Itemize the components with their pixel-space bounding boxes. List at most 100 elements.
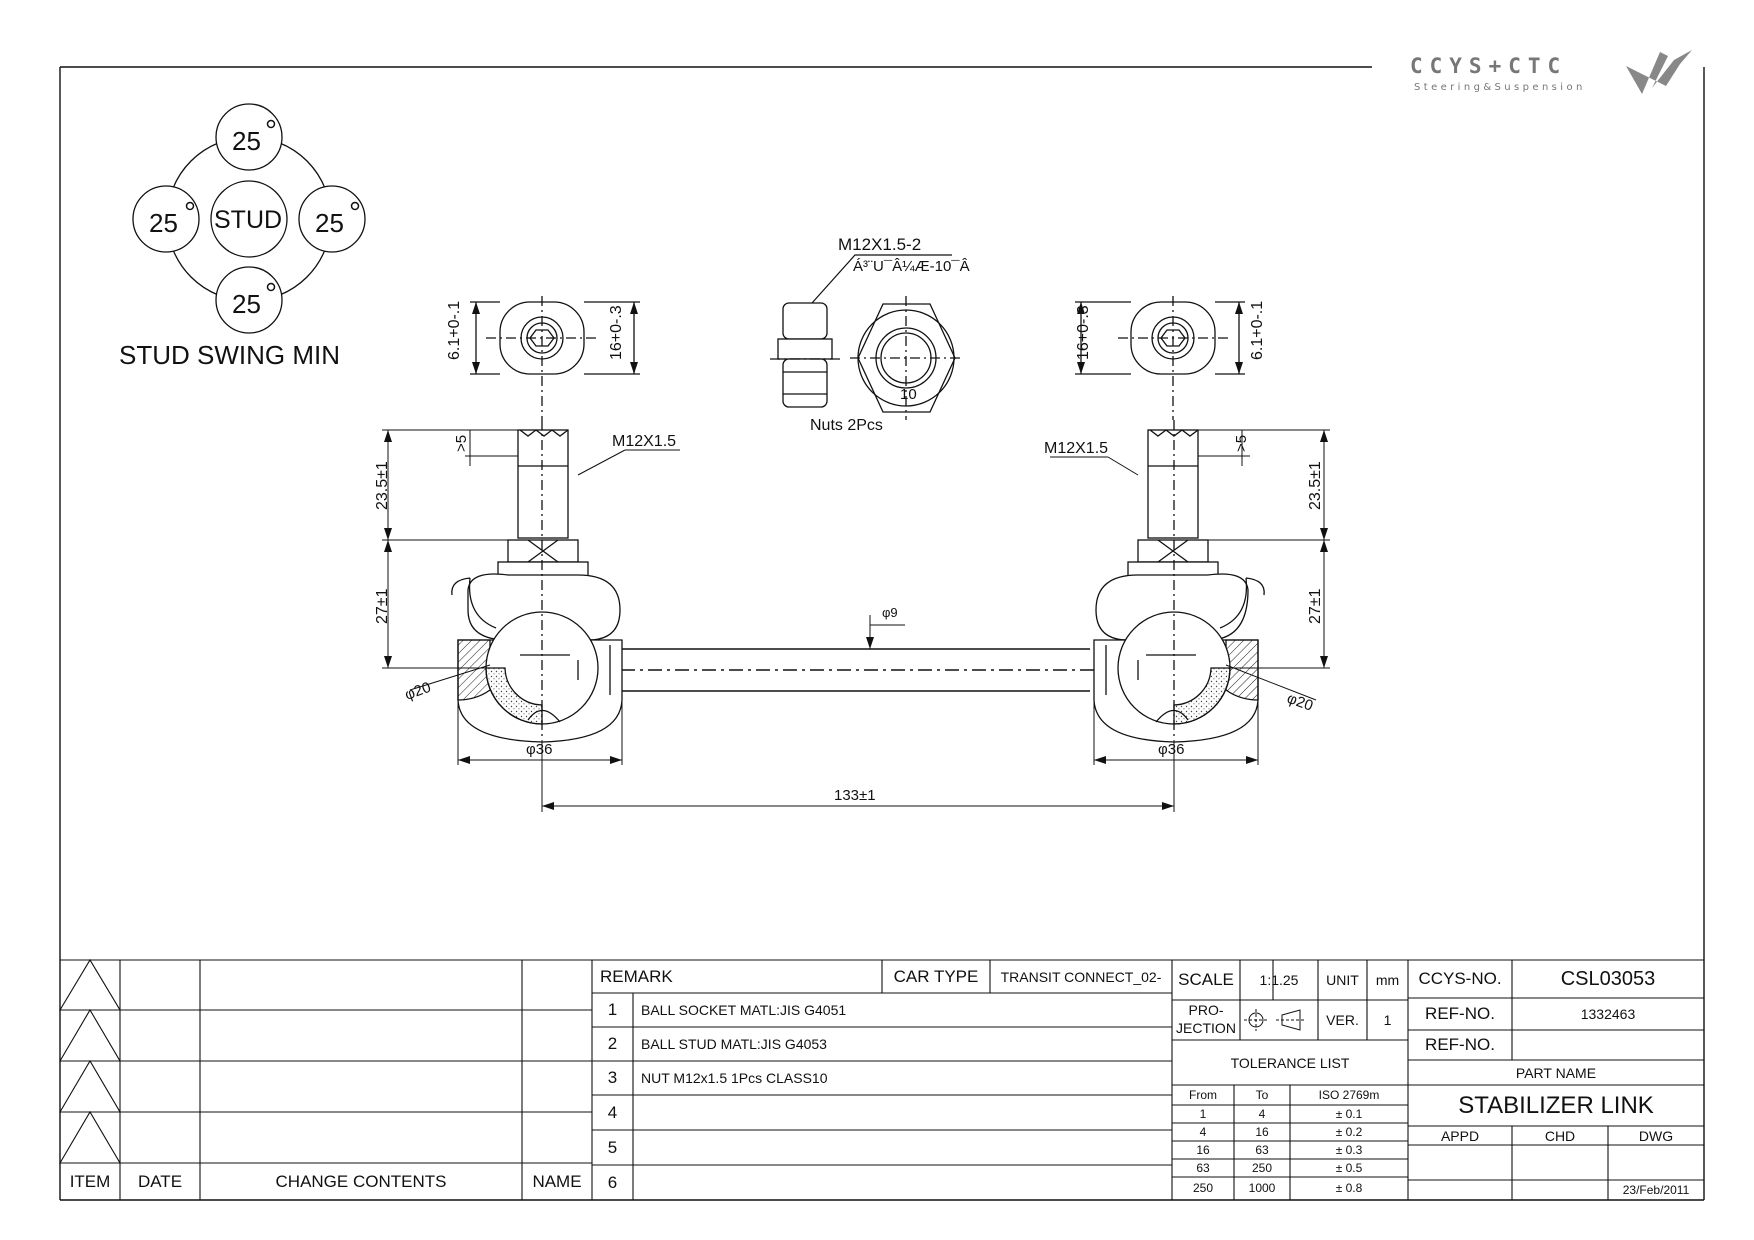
remark-text-3: NUT M12x1.5 1Pcs CLASS10 (641, 1070, 828, 1086)
nut-front-view (850, 296, 962, 420)
chd-label: CHD (1544, 1127, 1576, 1144)
tol-to-3: 63 (1255, 1143, 1269, 1157)
tol-to-2: 16 (1255, 1125, 1269, 1139)
thread-left: M12X1.5 (612, 433, 676, 450)
left-top-view (470, 296, 640, 420)
tol-header-from: From (1189, 1088, 1217, 1102)
h1-right: 23.5±1 (1307, 461, 1324, 510)
remark-text-4 (633, 1095, 1171, 1130)
version-label: VER. (1326, 1012, 1359, 1028)
company-logo: CCYS+CTC Steering&Suspension (1410, 46, 1700, 102)
title-block-grid (59, 958, 1704, 1200)
tol-header-iso: ISO 2769m (1318, 1088, 1380, 1102)
drawing-frame (59, 66, 1705, 1201)
scale-label: SCALE (1178, 970, 1234, 989)
tol-header-to: To (1255, 1088, 1269, 1102)
scale-value: 1:1.25 (1259, 972, 1299, 988)
left-ball-joint (451, 420, 623, 743)
degree-mark-top (266, 119, 276, 129)
tol-from-3: 16 (1196, 1143, 1210, 1157)
projection-symbol (1244, 1009, 1306, 1031)
part-name-value: STABILIZER LINK (1458, 1091, 1654, 1119)
overall-length: 133±1 (834, 787, 876, 804)
unit-label: UNIT (1326, 972, 1359, 988)
ball-dia-right: φ20 (1285, 690, 1316, 715)
stabilizer-rod (540, 648, 1180, 692)
remark-no-6: 6 (607, 1172, 618, 1192)
col-change: CHANGE CONTENTS (275, 1171, 447, 1191)
tol-value-2: ± 0.2 (1335, 1125, 1363, 1139)
logo-subtitle: Steering&Suspension (1414, 82, 1586, 93)
tol-value-5: ± 0.8 (1335, 1181, 1363, 1195)
remark-no-4: 4 (607, 1102, 618, 1122)
swing-bottom-value: 25 (232, 289, 261, 319)
projection-label-2: JECTION (1176, 1020, 1236, 1036)
tol-from-5: 250 (1192, 1181, 1214, 1195)
nut-material-label: Á³¨U¯Â¼Æ-10¯Â (853, 258, 970, 275)
col-date: DATE (137, 1171, 183, 1191)
logo-swoosh-icon (1626, 50, 1692, 94)
part-name-label: PART NAME (1515, 1064, 1597, 1081)
projection-label-1: PRO- (1188, 1002, 1224, 1018)
stud-min-left: >5 (453, 435, 470, 452)
right-ball-joint (1093, 420, 1265, 743)
dwg-label: DWG (1638, 1127, 1674, 1144)
col-item: ITEM (69, 1171, 111, 1191)
car-type-label: CAR TYPE (893, 966, 979, 986)
appd-label: APPD (1440, 1127, 1480, 1144)
dimension-arrows (384, 302, 1328, 810)
rod-diameter: φ9 (882, 605, 898, 620)
stud-min-right: >5 (1233, 435, 1250, 452)
nut-count-label: Nuts 2Pcs (810, 417, 883, 434)
tolerance-title: TOLERANCE LIST (1230, 1054, 1350, 1071)
thread-right: M12X1.5 (1044, 440, 1108, 457)
swing-right-value: 25 (315, 208, 344, 238)
version-value: 1 (1383, 1012, 1392, 1028)
remark-no-2: 2 (607, 1034, 618, 1053)
swing-center-label: STUD (214, 206, 282, 234)
h2-left: 27±1 (374, 588, 391, 624)
swing-left-value: 25 (149, 208, 178, 238)
nut-side-view (770, 302, 842, 408)
tol-to-4: 250 (1251, 1161, 1273, 1175)
housing-dia-right: φ36 (1158, 741, 1184, 758)
remark-text-1: BALL SOCKET MATL:JIS G4051 (641, 1002, 847, 1018)
left-tol-a: 6.1+0-.1 (446, 301, 463, 360)
stud-swing-diagram: 25 25 25 25 STUD STUD SWING MIN (119, 103, 366, 370)
tol-value-1: ± 0.1 (1335, 1107, 1363, 1121)
tol-from-1: 1 (1199, 1107, 1207, 1121)
left-tol-b: 16+0-.3 (608, 305, 625, 360)
remark-no-3: 3 (607, 1068, 618, 1087)
remark-header: REMARK (600, 966, 673, 986)
swing-top-value: 25 (232, 126, 261, 156)
ball-dia-left: φ20 (403, 679, 434, 704)
h1-left: 23.5±1 (374, 461, 391, 510)
nut-size-label: 10 (900, 386, 917, 403)
right-tol-b: 16+0-.3 (1075, 305, 1092, 360)
housing-dia-left: φ36 (526, 741, 552, 758)
nut-thread-label: M12X1.5-2 (838, 235, 921, 254)
col-name: NAME (532, 1171, 582, 1191)
h2-right: 27±1 (1307, 588, 1324, 624)
nut-leader-line (811, 254, 952, 304)
ref-no-value-2 (1512, 1030, 1704, 1060)
ccys-no-value: CSL03053 (1560, 967, 1656, 990)
unit-value: mm (1375, 972, 1400, 988)
right-tol-a: 6.1+0-.1 (1249, 301, 1266, 360)
title-block: ITEM DATE CHANGE CONTENTS NAME REMARK CA… (60, 960, 1704, 1200)
swing-title: STUD SWING MIN (119, 340, 340, 370)
degree-mark-right (350, 201, 360, 211)
ref-no-label-2: REF-NO. (1425, 1035, 1495, 1054)
remark-text-2: BALL STUD MATL:JIS G4053 (641, 1036, 827, 1052)
tol-from-2: 4 (1199, 1125, 1207, 1139)
tol-from-4: 63 (1196, 1161, 1210, 1175)
remark-no-5: 5 (607, 1137, 618, 1157)
tol-value-3: ± 0.3 (1335, 1143, 1363, 1157)
ccys-no-label: CCYS-NO. (1418, 969, 1502, 988)
remark-text-6 (633, 1165, 1171, 1200)
remark-text-5 (633, 1130, 1171, 1165)
ref-no-value-1: 1332463 (1580, 1006, 1636, 1022)
remark-no-1: 1 (607, 1000, 618, 1019)
degree-mark-bottom (266, 282, 276, 292)
